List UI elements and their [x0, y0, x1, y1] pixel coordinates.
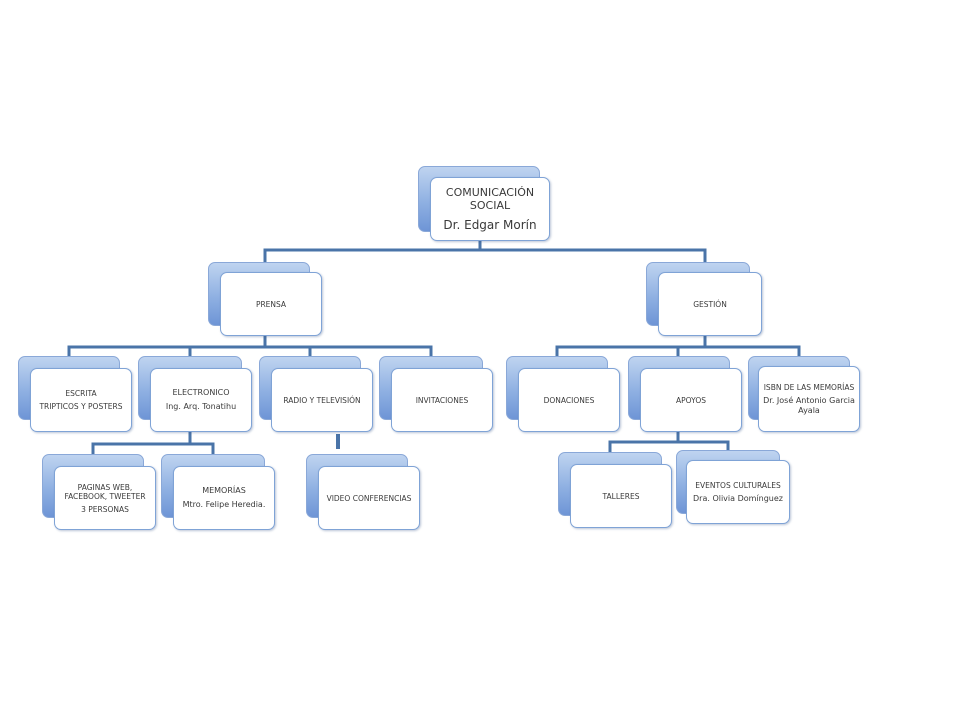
- node-title: APOYOS: [676, 395, 706, 405]
- node-title: ESCRITA: [65, 389, 97, 398]
- node-title: DONACIONES: [543, 395, 595, 405]
- node-title: MEMORÍAS: [202, 486, 246, 496]
- node-card: RADIO Y TELEVISIÓN: [271, 368, 373, 432]
- node-title: PAGINAS WEB, FACEBOOK, TWEETER: [64, 482, 146, 501]
- node-person: Mtro. Felipe Heredia.: [182, 500, 266, 509]
- node-card: DONACIONES: [518, 368, 620, 432]
- node-card: APOYOS: [640, 368, 742, 432]
- node-card: GESTIÓN: [658, 272, 762, 336]
- node-card: EVENTOS CULTURALES Dra. Olivia Domínguez: [686, 460, 790, 524]
- node-person: Dr. Edgar Morín: [443, 217, 537, 232]
- node-person: Dr. José Antonio Garcia Ayala: [763, 395, 855, 415]
- node-title: VIDEO CONFERENCIAS: [326, 493, 412, 503]
- node-person: Ing. Arq. Tonatihu: [165, 402, 237, 411]
- node-title: ISBN DE LAS MEMORÍAS: [763, 382, 855, 392]
- node-card: COMUNICACIÓN SOCIAL Dr. Edgar Morín: [430, 177, 550, 241]
- node-title: TALLERES: [602, 491, 640, 501]
- node-title: PRENSA: [255, 299, 287, 309]
- node-card: ESCRITA TRIPTICOS Y POSTERS: [30, 368, 132, 432]
- node-card: ELECTRONICO Ing. Arq. Tonatihu: [150, 368, 252, 432]
- node-card: MEMORÍAS Mtro. Felipe Heredia.: [173, 466, 275, 530]
- node-person: Dra. Olivia Domínguez: [693, 493, 783, 503]
- node-card: PAGINAS WEB, FACEBOOK, TWEETER 3 PERSONA…: [54, 466, 156, 530]
- node-title: INVITACIONES: [415, 395, 469, 405]
- node-detail: 3 PERSONAS: [81, 504, 129, 514]
- node-title: GESTIÓN: [693, 299, 727, 309]
- node-title: EVENTOS CULTURALES: [695, 480, 781, 490]
- node-title: ELECTRONICO: [172, 388, 230, 398]
- node-title: RADIO Y TELEVISIÓN: [283, 395, 361, 405]
- node-title: COMUNICACIÓN SOCIAL: [445, 185, 535, 212]
- node-card: INVITACIONES: [391, 368, 493, 432]
- node-detail: TRIPTICOS Y POSTERS: [39, 402, 123, 411]
- node-card: VIDEO CONFERENCIAS: [318, 466, 420, 530]
- node-card: PRENSA: [220, 272, 322, 336]
- node-card: TALLERES: [570, 464, 672, 528]
- node-card: ISBN DE LAS MEMORÍAS Dr. José Antonio Ga…: [758, 366, 860, 432]
